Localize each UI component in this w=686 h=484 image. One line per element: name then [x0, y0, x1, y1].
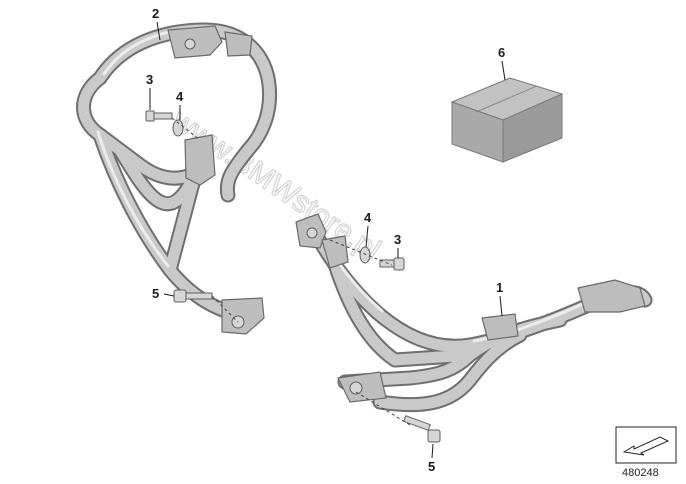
leader-5-left: [163, 293, 175, 297]
assembly-line-foot-right: [355, 391, 411, 426]
leader-6: [501, 60, 506, 81]
bolt-5-left[interactable]: [173, 289, 213, 303]
packaging-box[interactable]: [450, 77, 564, 163]
washer-4-left[interactable]: [172, 119, 184, 137]
bolt-3-right[interactable]: [379, 257, 405, 271]
callout-1: 1: [496, 280, 503, 295]
leader-2: [156, 21, 161, 41]
callout-6: 6: [498, 45, 505, 60]
leader-1: [499, 295, 503, 317]
right-foot-hole: [349, 381, 363, 395]
diagram-id-box: [615, 426, 677, 464]
left-top-mount-hole: [184, 38, 196, 50]
leader-4-right: [365, 225, 369, 248]
assembly-line-right: [329, 239, 393, 266]
bolt-5-right[interactable]: [403, 415, 441, 443]
right-end-cap: [577, 279, 646, 313]
callout-4-left: 4: [176, 89, 184, 104]
left-crash-bar[interactable]: [76, 22, 278, 335]
right-crash-bar[interactable]: [295, 213, 653, 413]
washer-4-right[interactable]: [359, 246, 371, 264]
right-upper-mount-hole: [306, 227, 318, 239]
callout-5-left: 5: [152, 286, 159, 301]
assembly-line-foot-left: [211, 295, 239, 323]
bolt-3-left[interactable]: [145, 110, 173, 122]
callout-4-right: 4: [364, 210, 372, 225]
left-mid-bracket: [184, 134, 216, 186]
diagram-number: 480248: [622, 467, 659, 479]
callout-3-right: 3: [394, 232, 401, 247]
left-top-mount-block: [224, 31, 253, 57]
leader-5-right: [431, 443, 434, 459]
right-upper-mount-plate-2: [321, 235, 349, 269]
left-foot-bracket: [221, 297, 265, 335]
callout-3-left: 3: [146, 72, 153, 87]
right-mid-plate: [481, 313, 519, 341]
arrow-icon: [622, 436, 670, 456]
callout-2: 2: [152, 6, 159, 21]
callout-5-right: 5: [428, 459, 435, 474]
